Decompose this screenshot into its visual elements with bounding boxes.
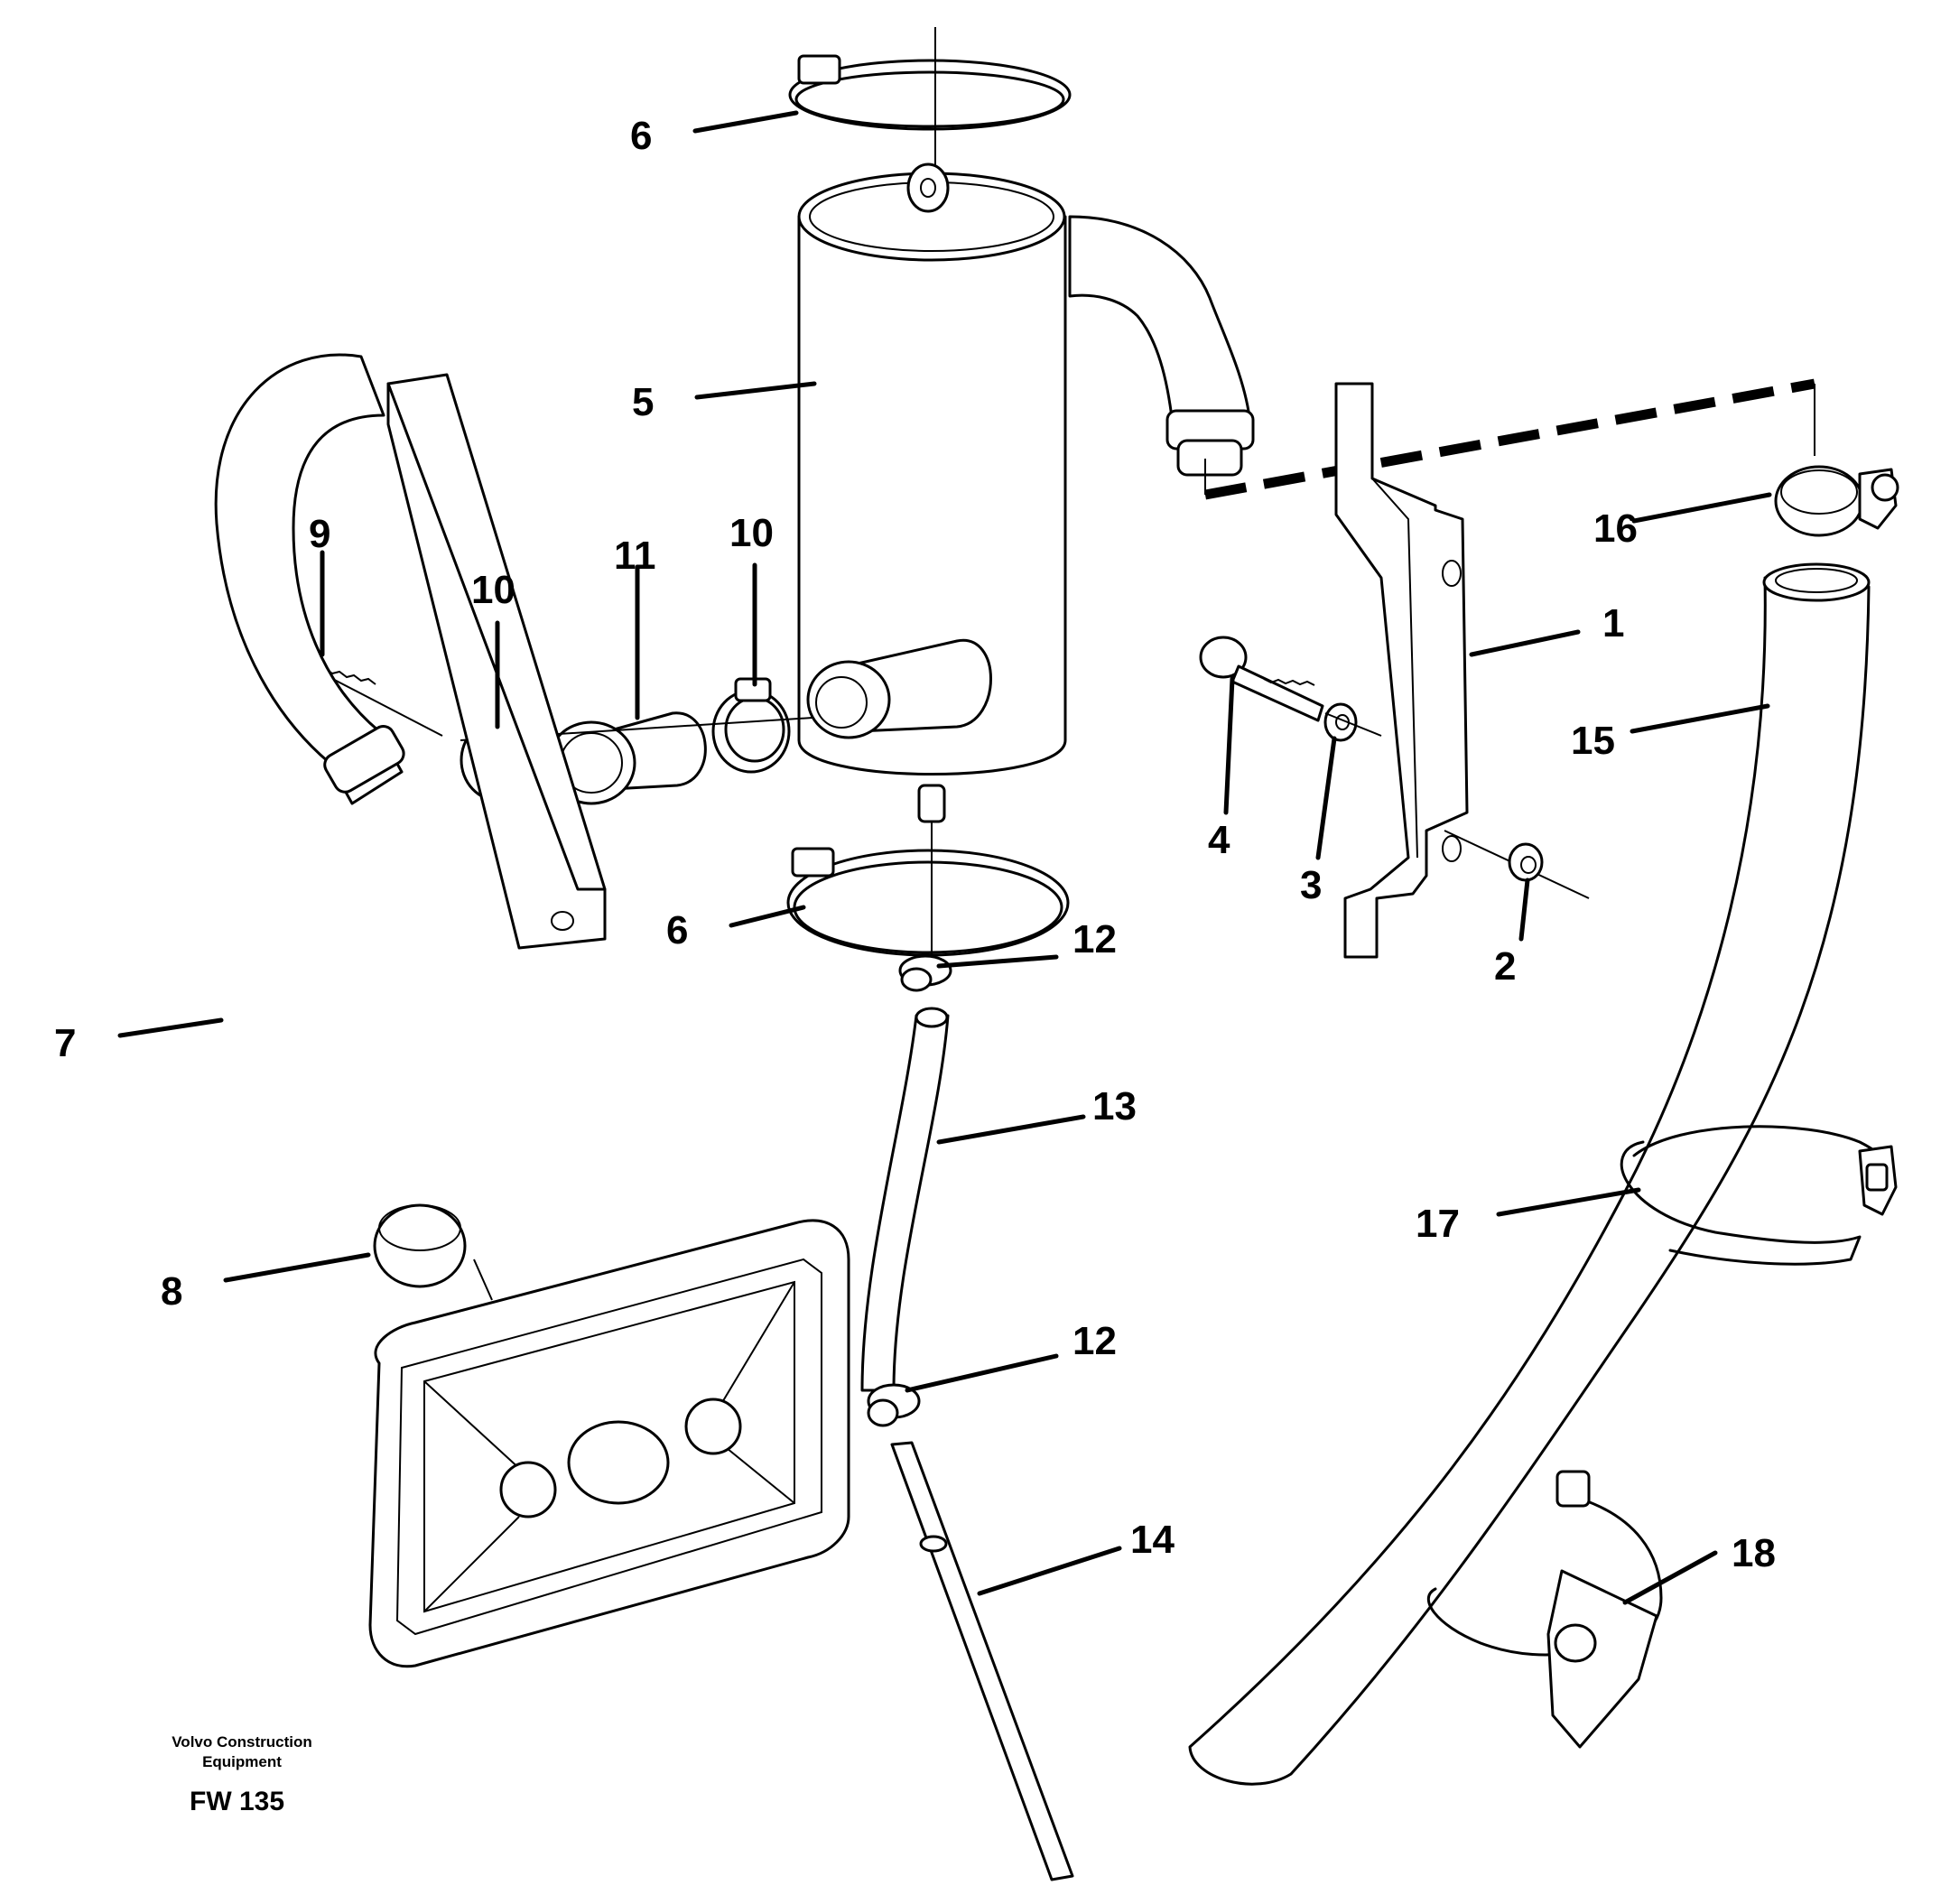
part-16-clamp [1774, 465, 1899, 537]
callout-13: 13 [1092, 1084, 1137, 1128]
callout-10-left: 10 [471, 568, 515, 612]
callout-12-bottom: 12 [1072, 1319, 1117, 1363]
drawing-code: FW 135 [190, 1787, 284, 1816]
part-6-top-clamp [788, 27, 1072, 172]
callout-15: 15 [1571, 719, 1615, 763]
callout-7: 7 [54, 1021, 76, 1065]
callout-10-right: 10 [729, 511, 774, 555]
callout-8: 8 [161, 1269, 182, 1314]
brand-line-2: Equipment [202, 1753, 282, 1770]
part-12-small-clamp-bottom [867, 1383, 921, 1427]
brand-line-1: Volvo Construction [172, 1733, 312, 1751]
callout-4: 4 [1208, 818, 1230, 862]
callout-1: 1 [1602, 601, 1624, 646]
part-10-hose-clamp-right [711, 677, 791, 774]
part-12-small-clamp-top [898, 954, 952, 992]
rectangular-flange [368, 1219, 850, 1668]
part-3-washer [1323, 702, 1358, 742]
callout-11: 11 [614, 534, 656, 578]
callout-9: 9 [309, 512, 330, 556]
part-5-filter-canister [797, 163, 1255, 966]
callout-12-top: 12 [1072, 917, 1117, 961]
part-18-cable-tie-mount [1426, 1470, 1663, 1749]
callout-6-top: 6 [630, 114, 652, 158]
callout-16: 16 [1593, 506, 1638, 551]
callout-3: 3 [1300, 863, 1322, 907]
callout-18: 18 [1732, 1531, 1776, 1575]
dashed-connection-line [1204, 378, 1815, 500]
callout-6-bottom: 6 [666, 908, 688, 952]
part-4-bolt [1199, 636, 1382, 737]
part-15-large-hose [1188, 562, 1871, 1786]
callout-2: 2 [1494, 944, 1516, 989]
part-17-hose-band [1620, 1125, 1898, 1266]
brand-caption: Volvo Construction Equipment FW 135 [172, 1733, 312, 1816]
callout-17: 17 [1416, 1202, 1460, 1246]
part-1-support-plate [1334, 382, 1469, 959]
leader-lines [117, 110, 1772, 1605]
part-14-drain-tube [890, 1441, 1074, 1881]
callout-numbers: 1 2 3 4 5 6 6 7 8 9 10 10 11 12 12 13 14… [54, 114, 1776, 1575]
part-2-nut [1444, 830, 1590, 899]
part-8-clamp-ring [373, 1203, 493, 1301]
callout-5: 5 [632, 380, 654, 424]
part-13-drain-hose [860, 1007, 950, 1392]
part-7-bent-hose [214, 353, 405, 805]
part-6-bottom-clamp [786, 847, 1070, 957]
callout-14: 14 [1130, 1518, 1175, 1562]
